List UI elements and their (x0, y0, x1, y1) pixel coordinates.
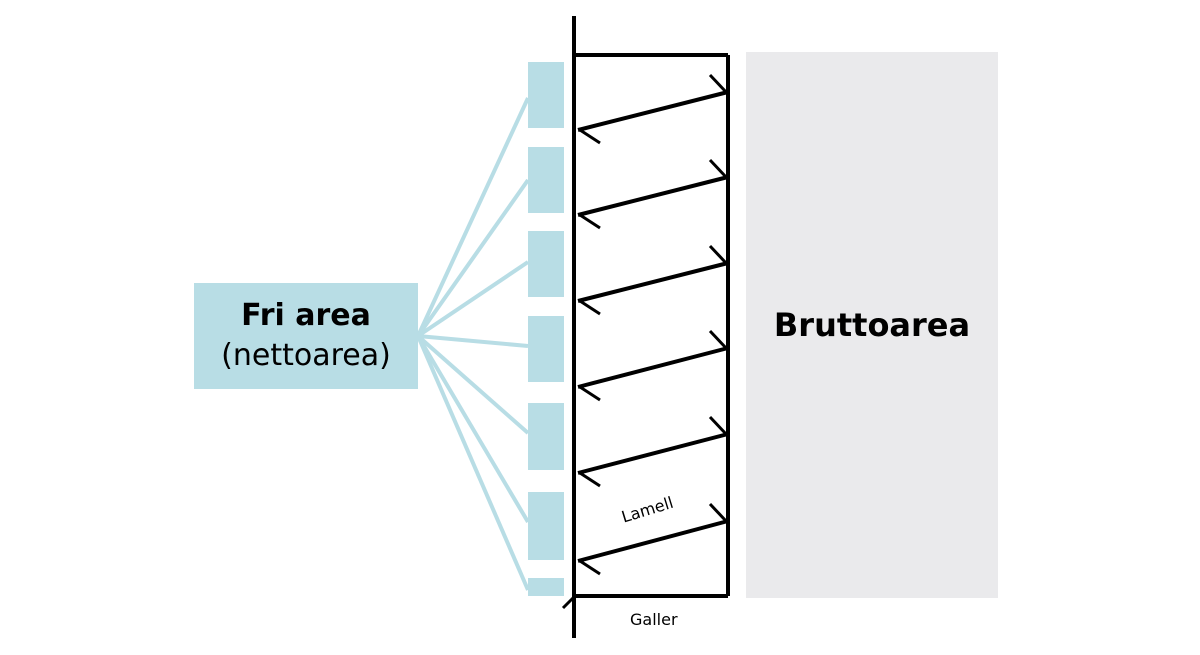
lamell-end-tick (708, 415, 728, 436)
lamell-start-tick (579, 471, 601, 488)
slat-block (528, 403, 564, 470)
lamell-start-tick (579, 299, 601, 316)
slat-block (528, 316, 564, 382)
lamell-line (577, 90, 729, 132)
lamell-start-tick (579, 385, 601, 402)
lamell-line (577, 175, 729, 217)
slat-block (528, 492, 564, 560)
connector-line (416, 178, 530, 338)
lamell-start-tick (579, 213, 601, 230)
lamell-line (577, 519, 729, 563)
lamell-start-tick (579, 128, 601, 145)
slat-block (528, 62, 564, 128)
connector-line (416, 334, 530, 524)
free-area-box: Fri area (nettoarea) (194, 283, 418, 389)
connector-line (416, 260, 530, 338)
slat-block (528, 231, 564, 297)
lamell-end-tick (708, 502, 728, 523)
lamell-end-tick (708, 158, 728, 179)
lamell-end-tick (708, 244, 728, 265)
connector-line (416, 335, 530, 591)
corner-tick (561, 593, 578, 610)
gross-area-title: Bruttoarea (773, 306, 971, 344)
lamell-end-tick (708, 73, 728, 94)
gross-area-box: Bruttoarea (746, 52, 998, 598)
slat-block (528, 578, 564, 596)
connector-line (416, 97, 530, 337)
connector-line (417, 334, 529, 348)
free-area-title: Fri area (241, 298, 371, 333)
free-area-subtitle: (nettoarea) (221, 338, 391, 373)
lamell-line (577, 261, 729, 303)
lamell-line (577, 346, 729, 389)
lamell-line (577, 432, 729, 475)
lamell-end-tick (708, 329, 728, 350)
galler-label: Galler (630, 610, 678, 629)
connector-line (416, 334, 530, 435)
lamell-start-tick (579, 559, 601, 576)
slat-block (528, 147, 564, 213)
